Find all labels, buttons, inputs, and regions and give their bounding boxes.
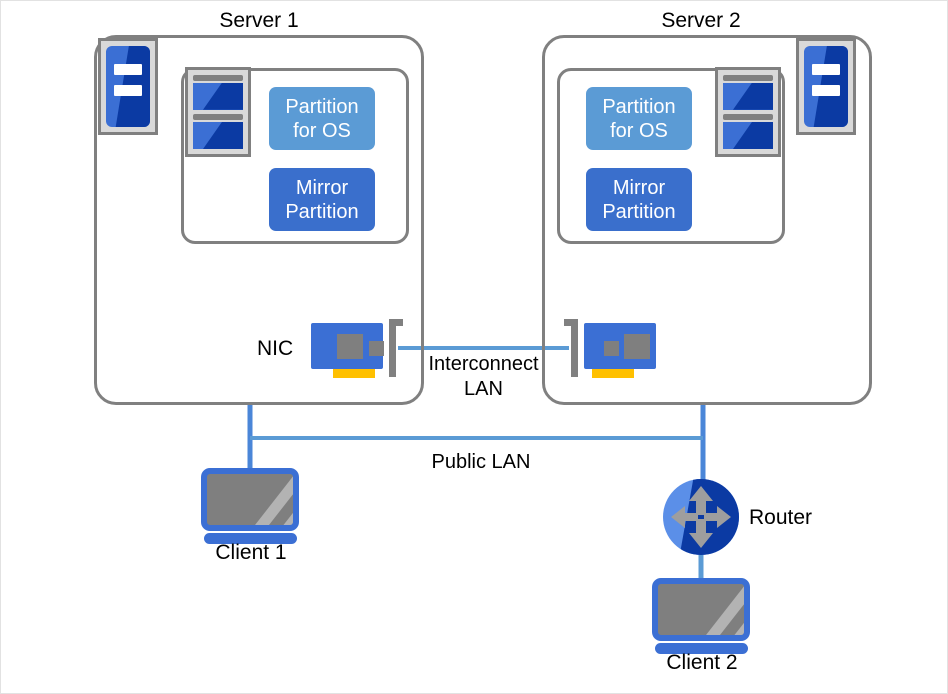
laptop-icon-client1	[201, 468, 301, 546]
partition-mirror-line1: Mirror	[612, 176, 666, 199]
nic-label: NIC	[257, 337, 294, 360]
nic-card-icon-1	[311, 319, 403, 379]
server1-partition-mirror: Mirror Partition	[269, 168, 375, 231]
partition-os-line2: for OS	[293, 119, 351, 142]
partition-os-line1: Partition	[285, 95, 359, 118]
server2-container	[542, 35, 872, 405]
client2-label: Client 2	[666, 651, 738, 674]
partition-mirror-line1: Mirror	[295, 176, 349, 199]
server1-container	[94, 35, 424, 405]
interconnect-lan-label-line2: LAN	[464, 378, 503, 400]
nic-card-icon-2	[564, 319, 656, 379]
server1-storage-container	[181, 68, 409, 244]
server1-title: Server 1	[219, 9, 299, 32]
partition-mirror-line2: Partition	[602, 200, 676, 223]
router-label: Router	[749, 506, 813, 529]
server-tower-icon-2	[796, 38, 856, 135]
client1-label: Client 1	[215, 541, 287, 564]
router-icon	[661, 479, 741, 555]
server1-partition-os: Partition for OS	[269, 87, 375, 150]
interconnect-lan-label-line1: Interconnect	[428, 353, 539, 375]
public-lan-label: Public LAN	[431, 451, 531, 473]
server2-title: Server 2	[661, 9, 741, 32]
partition-mirror-line2: Partition	[285, 200, 359, 223]
server2-partition-os: Partition for OS	[586, 87, 692, 150]
server2-partition-mirror: Mirror Partition	[586, 168, 692, 231]
server-tower-icon-1	[98, 38, 158, 135]
server2-storage-container	[557, 68, 785, 244]
partition-os-line2: for OS	[610, 119, 668, 142]
disk-stack-icon-2	[715, 67, 781, 157]
partition-os-line1: Partition	[602, 95, 676, 118]
laptop-icon-client2	[652, 578, 752, 656]
disk-stack-icon-1	[185, 67, 251, 157]
